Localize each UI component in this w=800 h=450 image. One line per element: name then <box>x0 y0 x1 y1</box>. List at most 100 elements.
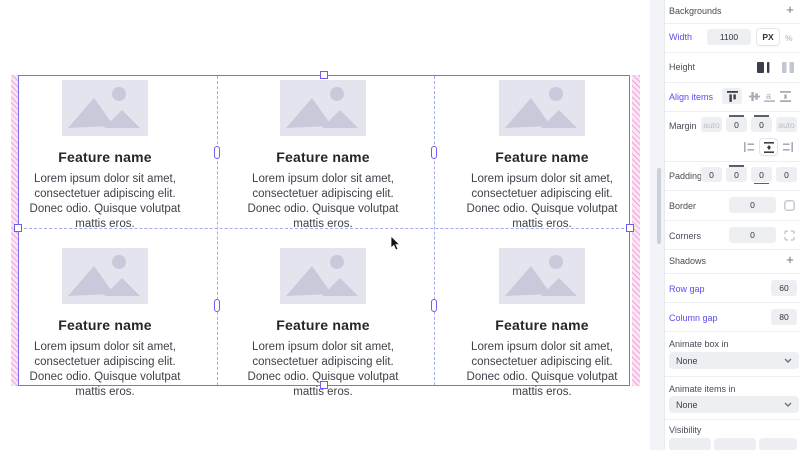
feature-body: Lorem ipsum dolor sit amet, consectetuer… <box>247 341 399 398</box>
align-stretch-button[interactable] <box>775 88 795 104</box>
margin-left-input[interactable]: auto <box>701 117 722 132</box>
column-gap-input[interactable]: 80 <box>771 309 797 325</box>
column-gap-handle[interactable] <box>214 299 220 312</box>
visibility-label: Visibility <box>669 425 702 435</box>
margin-bottom-input[interactable]: 0 <box>751 115 772 132</box>
padding-left-input[interactable]: 0 <box>701 167 722 182</box>
border-label: Border <box>669 201 697 211</box>
shadows-label: Shadows <box>669 256 707 266</box>
margin-right-input[interactable]: auto <box>776 117 797 132</box>
feature-body: Lorem ipsum dolor sit amet, consectetuer… <box>466 173 618 230</box>
visibility-option-button[interactable] <box>714 438 756 450</box>
align-stretch-icon <box>779 90 791 102</box>
row-gap-label: Row gap <box>669 284 705 294</box>
animate-box-in-value: None <box>676 355 698 366</box>
feature-card[interactable]: Feature name Lorem ipsum dolor sit amet,… <box>236 80 410 232</box>
height-fill-icon <box>782 61 794 73</box>
panel-gutter <box>650 0 664 450</box>
width-label: Width <box>669 32 693 42</box>
column-gap-handle[interactable] <box>431 299 437 312</box>
distribute-center-button[interactable] <box>760 139 777 155</box>
backgrounds-label: Backgrounds <box>669 6 722 16</box>
feature-card[interactable]: Feature name Lorem ipsum dolor sit amet,… <box>455 248 629 400</box>
margin-hatch-right <box>632 75 640 386</box>
column-gap-label: Column gap <box>669 313 718 323</box>
distribute-left-icon <box>744 142 754 152</box>
align-center-button[interactable] <box>744 88 764 104</box>
feature-title: Feature name <box>276 317 370 333</box>
resize-handle-bottom[interactable] <box>320 381 328 389</box>
visibility-option-button[interactable] <box>669 438 711 450</box>
add-background-button[interactable]: + <box>786 2 794 17</box>
svg-text:a: a <box>766 91 771 101</box>
corners-input[interactable]: 0 <box>729 227 776 243</box>
corners-individual-button[interactable] <box>781 227 797 243</box>
column-gap-guide <box>217 76 218 385</box>
margin-top-input[interactable]: 0 <box>726 115 747 132</box>
column-gap-guide <box>434 76 435 385</box>
margin-label: Margin <box>669 121 697 131</box>
feature-body: Lorem ipsum dolor sit amet, consectetuer… <box>466 341 618 398</box>
animate-items-in-label: Animate items in <box>669 384 736 394</box>
visibility-option-button[interactable] <box>759 438 797 450</box>
align-start-icon <box>726 90 738 102</box>
image-placeholder[interactable] <box>62 248 148 304</box>
properties-panel: Backgrounds + Width 1100 PX % Height Ali… <box>664 0 800 450</box>
image-placeholder[interactable] <box>280 80 366 136</box>
height-fixed-button[interactable] <box>753 59 773 75</box>
animate-box-in-select[interactable]: None <box>669 352 799 369</box>
corners-label: Corners <box>669 231 702 241</box>
column-gap-handle[interactable] <box>214 146 220 159</box>
width-unit-px-button[interactable]: PX <box>757 29 779 45</box>
border-input[interactable]: 0 <box>729 197 776 213</box>
feature-title: Feature name <box>58 149 152 165</box>
resize-handle-left[interactable] <box>14 224 22 232</box>
corner-brackets-icon <box>783 229 795 241</box>
image-placeholder[interactable] <box>280 248 366 304</box>
padding-right-input[interactable]: 0 <box>776 167 797 182</box>
align-baseline-button[interactable]: a <box>759 88 779 104</box>
distribute-right-button[interactable] <box>780 139 796 155</box>
feature-body: Lorem ipsum dolor sit amet, consectetuer… <box>247 173 399 230</box>
row-gap-input[interactable]: 60 <box>771 280 797 296</box>
feature-card[interactable]: Feature name Lorem ipsum dolor sit amet,… <box>18 80 192 232</box>
feature-card[interactable]: Feature name Lorem ipsum dolor sit amet,… <box>236 248 410 400</box>
distribute-right-icon <box>783 142 793 152</box>
feature-title: Feature name <box>495 149 589 165</box>
resize-handle-top[interactable] <box>320 71 328 79</box>
width-input[interactable]: 1100 <box>707 29 751 45</box>
image-placeholder[interactable] <box>62 80 148 136</box>
height-fill-button[interactable] <box>778 59 798 75</box>
image-placeholder[interactable] <box>499 248 585 304</box>
padding-bottom-input[interactable]: 0 <box>751 167 772 184</box>
animate-items-in-select[interactable]: None <box>669 396 799 413</box>
image-placeholder[interactable] <box>499 80 585 136</box>
distribute-left-button[interactable] <box>741 139 757 155</box>
border-sides-button[interactable] <box>781 197 797 213</box>
feature-card[interactable]: Feature name Lorem ipsum dolor sit amet,… <box>18 248 192 400</box>
align-start-button[interactable] <box>722 88 742 104</box>
animate-box-in-label: Animate box in <box>669 339 729 349</box>
feature-title: Feature name <box>495 317 589 333</box>
mouse-cursor <box>390 236 404 252</box>
column-gap-handle[interactable] <box>431 146 437 159</box>
canvas-scrollbar[interactable] <box>657 168 661 244</box>
chevron-down-icon <box>784 402 792 407</box>
align-baseline-icon: a <box>763 91 775 102</box>
resize-handle-right[interactable] <box>626 224 634 232</box>
feature-card[interactable]: Feature name Lorem ipsum dolor sit amet,… <box>455 80 629 232</box>
padding-top-input[interactable]: 0 <box>726 165 747 182</box>
feature-title: Feature name <box>58 317 152 333</box>
align-items-label: Align items <box>669 92 714 102</box>
add-shadow-button[interactable]: + <box>786 252 794 267</box>
width-unit-percent-button[interactable]: % <box>785 33 793 43</box>
border-square-icon <box>783 199 795 211</box>
height-label: Height <box>669 62 696 72</box>
chevron-down-icon <box>784 358 792 363</box>
padding-label: Padding <box>669 171 703 181</box>
height-fixed-icon <box>756 61 770 73</box>
feature-body: Lorem ipsum dolor sit amet, consectetuer… <box>29 341 181 398</box>
distribute-center-icon <box>763 141 774 153</box>
feature-title: Feature name <box>276 149 370 165</box>
